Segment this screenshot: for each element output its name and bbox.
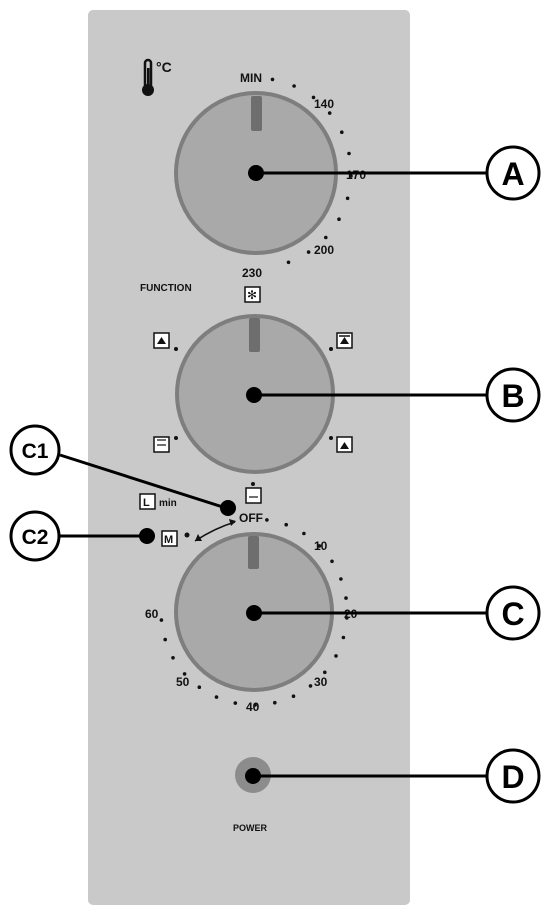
scale-dot [349,174,353,178]
callout-c1: C1 [9,424,61,476]
scale-min: MIN [240,71,262,85]
function-label: FUNCTION [140,283,192,294]
scale-dot [159,618,164,622]
scale-170: 170 [346,168,366,182]
scale-10: 10 [314,539,328,553]
double-arrow-icon [194,519,236,542]
timer-pointer [248,536,259,569]
defrost-icon: ✻ [244,286,261,303]
callout-a: A [485,145,541,201]
callout-b: B [485,367,541,423]
scale-dot [311,95,316,100]
svg-text:✻: ✻ [247,288,257,302]
callout-d: D [485,748,541,804]
timer-min-label: min [159,498,177,509]
scale-dot [330,559,334,564]
scale-140: 140 [314,97,334,111]
fan-icon [153,436,178,453]
scale-dot [233,701,238,705]
scale-dot [182,672,187,676]
c2-marker-dot [139,528,155,544]
scale-30: 30 [314,675,328,689]
function-pointer [249,318,260,352]
callout-c2: C2 [9,510,61,562]
scale-dot [273,700,277,705]
scale-dot [265,518,269,522]
scale-dot [197,685,202,689]
callout-line-c1 [59,453,227,510]
timer-glyph: L [143,497,150,509]
svg-text:C: C [501,596,524,632]
top-bottom-heat-icon [329,332,353,351]
scale-dot [347,151,351,156]
scale-200: 200 [314,243,334,257]
manual-mode-glyph: M [164,534,173,546]
c1-marker-dot [220,500,236,516]
oven-light-icon [245,482,262,504]
timer-scale-dots [159,518,349,707]
scale-dot [291,694,296,698]
svg-text:C1: C1 [22,440,49,463]
svg-text:C2: C2 [22,526,49,549]
scale-dot [171,656,175,660]
scale-230: 230 [242,266,262,280]
thermostat-scale-dots [270,77,353,265]
scale-dot [344,596,348,600]
scale-dot [345,616,349,620]
scale-dot [317,544,322,548]
bottom-heat-icon [329,436,353,453]
units-label: °C [156,59,172,75]
scale-dot [286,260,291,265]
scale-dot [341,635,346,640]
scale-dot [345,196,350,201]
scale-dot [337,217,341,221]
top-heat-icon [153,332,178,351]
scale-dot [253,703,257,707]
manual-mode-dot [184,532,190,538]
svg-text:D: D [501,759,524,795]
scale-dot [339,577,343,581]
thermometer-icon [142,58,154,96]
scale-dot [323,670,327,675]
scale-off: OFF [239,511,263,525]
scale-dot [327,111,332,115]
power-label: POWER [233,823,268,833]
svg-text:B: B [501,378,524,414]
scale-50: 50 [176,675,190,689]
scale-dot [284,522,289,527]
scale-dot [340,130,344,134]
scale-dot [270,77,275,82]
manual-mode-icon: M [161,530,178,547]
scale-dot [292,84,296,88]
scale-dot [324,235,328,240]
scale-60: 60 [145,607,159,621]
scale-dot [334,654,338,658]
thermostat-pointer [251,96,262,131]
timer-icon: L [139,493,156,510]
callout-c: C [485,585,541,641]
scale-dot [163,637,167,642]
scale-dot [308,684,313,688]
svg-text:A: A [501,156,524,192]
scale-dot [306,250,311,254]
scale-40: 40 [246,700,260,714]
scale-dot [302,531,306,536]
scale-dot [214,695,219,699]
